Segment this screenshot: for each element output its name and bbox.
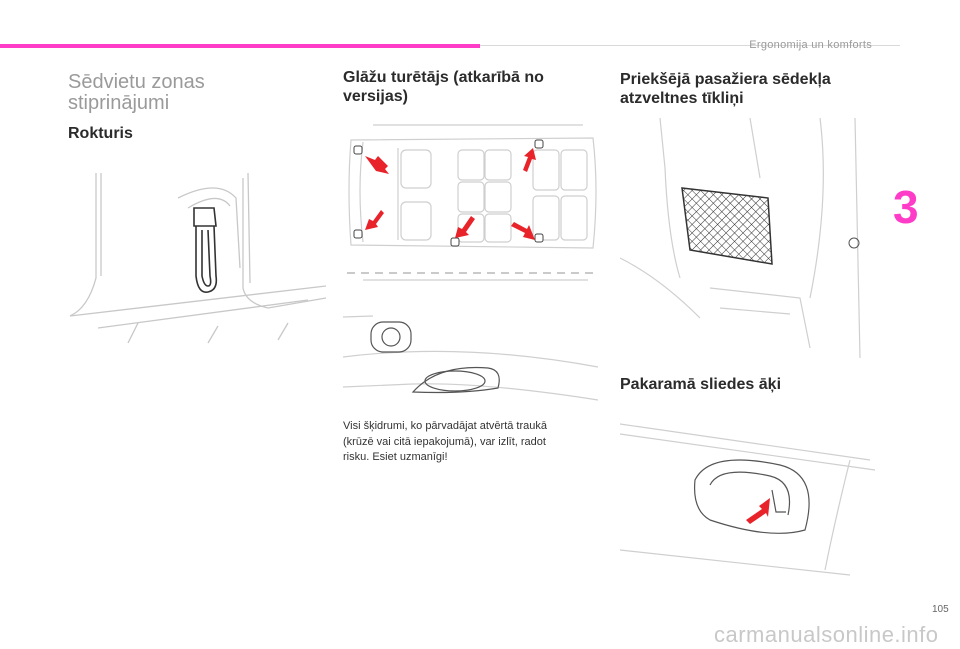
warning-line-3: risku. Esiet uzmanīgi! xyxy=(343,451,448,463)
warning-line-2: (krūzē vai citā iepakojumā), var izlīt, … xyxy=(343,435,546,448)
chapter-number: 3 xyxy=(893,181,919,233)
heading-seat-net-line-1: Priekšējā pasažiera sēdekļa xyxy=(620,71,831,88)
vehicle-top-view-illustration xyxy=(347,124,597,281)
seat-back-net-illustration xyxy=(620,118,861,358)
header-accent-bar xyxy=(0,44,480,48)
section-title-line-1: Sēdvietu zonas xyxy=(68,71,205,93)
cup-holder-illustration xyxy=(343,315,598,401)
heading-glass-holder-line-1: Glāžu turētājs (atkarībā no xyxy=(343,69,544,86)
grab-handle-illustration xyxy=(69,172,326,344)
warning-line-1: Visi šķidrumi, ko pārvadājat atvērtā tra… xyxy=(343,420,547,432)
header-rule xyxy=(480,45,900,46)
heading-seat-net-line-2: atzveltnes tīkliņi xyxy=(620,90,744,107)
warning-text: Visi šķidrumi, ko pārvadājat atvērtā tra… xyxy=(343,419,547,466)
heading-glass-holder: Glāžu turētājs (atkarībā no versijas) xyxy=(343,68,544,106)
heading-seat-net: Priekšējā pasažiera sēdekļa atzveltnes t… xyxy=(620,70,831,108)
page-number: 105 xyxy=(932,604,949,615)
rail-hook-illustration xyxy=(620,423,876,576)
heading-hanger-hooks: Pakaramā sliedes āķi xyxy=(620,376,782,393)
heading-glass-holder-line-2: versijas) xyxy=(343,88,408,105)
section-title-line-2: stiprinājumi xyxy=(68,92,170,114)
watermark: carmanualsonline.info xyxy=(714,622,939,647)
section-title: Sēdvietu zonas stiprinājumi xyxy=(68,72,205,114)
heading-handle: Rokturis xyxy=(68,125,133,142)
running-header: Ergonomija un komforts xyxy=(749,39,872,51)
